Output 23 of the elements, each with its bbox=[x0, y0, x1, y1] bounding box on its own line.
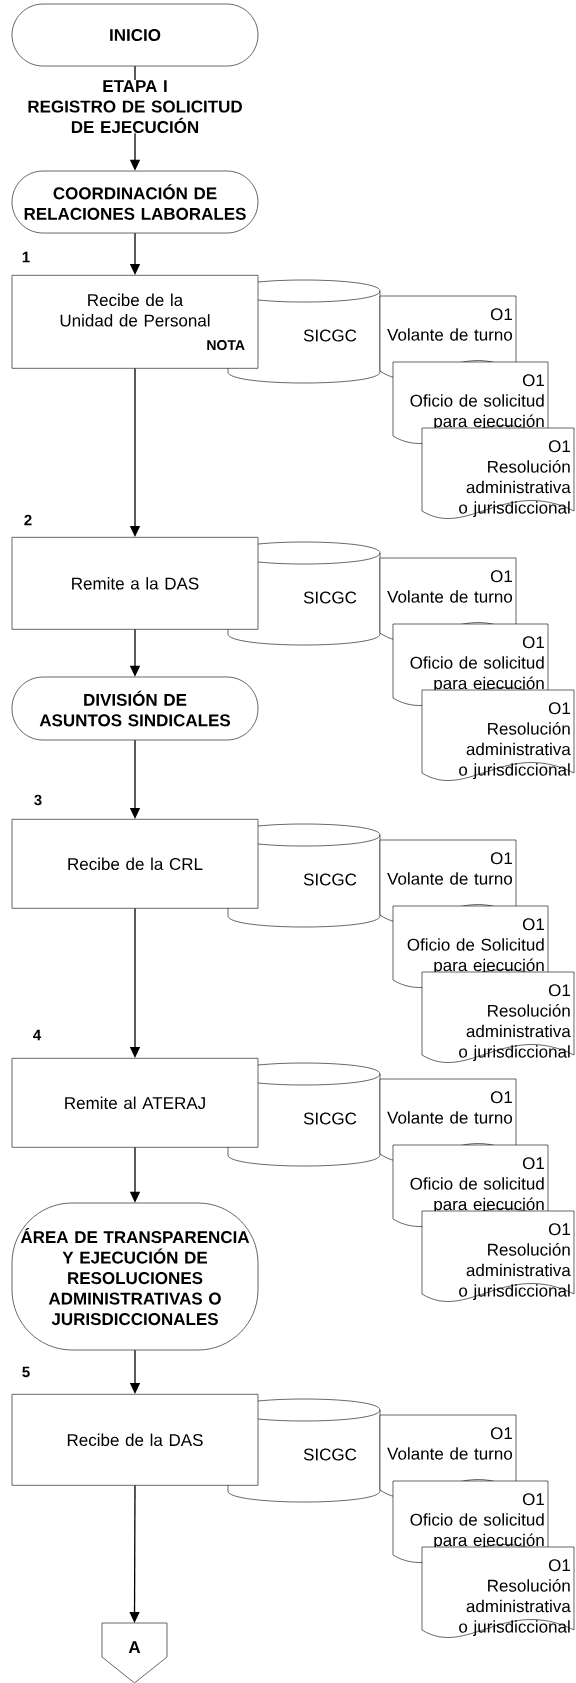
process-box: Remite a la DAS bbox=[11, 537, 259, 630]
process-box: Recibe de la DAS bbox=[11, 1394, 259, 1486]
process-box: Remite al ATERAJ bbox=[11, 1058, 259, 1148]
arrow bbox=[129, 1484, 140, 1623]
step-number: 1 bbox=[22, 251, 30, 263]
node-label: Resolución administrativa o jurisdiccional bbox=[459, 460, 571, 518]
node-label: O1 bbox=[548, 1223, 570, 1236]
node-label: Resolución administrativa o jurisdiccional bbox=[459, 1579, 571, 1637]
step-number: 5 bbox=[22, 1366, 30, 1378]
step-number: 4 bbox=[33, 1029, 42, 1041]
node-label: O1 bbox=[548, 984, 570, 997]
node-label: O1 bbox=[548, 1559, 570, 1572]
node-label: Resolución administrativa o jurisdiccional bbox=[459, 1243, 571, 1301]
node-label: O1 bbox=[548, 702, 570, 715]
process-box: Recibe de la CRL bbox=[11, 819, 259, 909]
node-label: O1 bbox=[548, 440, 570, 453]
heading-text: ETAPA I REGISTRO DE SOLICITUD DE EJECUCIÓN bbox=[28, 80, 242, 134]
process-box: Recibe de la Unidad de Personal NOTA bbox=[11, 275, 259, 369]
node-label: Resolución administrativa o jurisdiccional bbox=[459, 1004, 571, 1062]
step-number: 3 bbox=[34, 794, 42, 806]
node-label: Resolución administrativa o jurisdiccional bbox=[459, 722, 571, 780]
step-number: 2 bbox=[24, 514, 32, 526]
offpage-connector: A bbox=[101, 1622, 168, 1683]
